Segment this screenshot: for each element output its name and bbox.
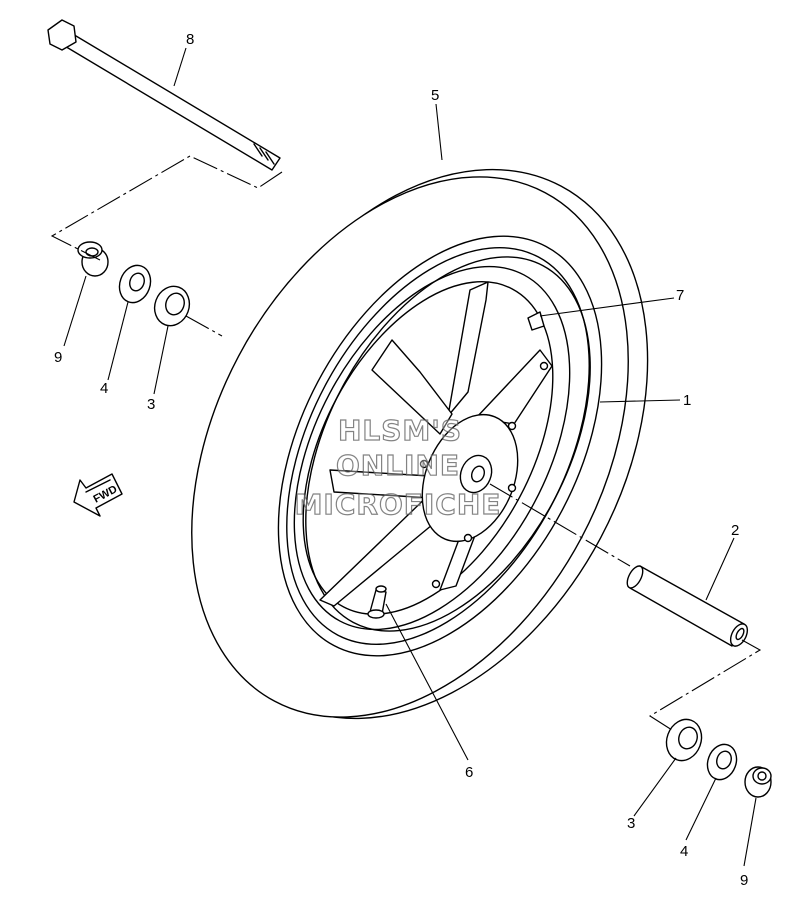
callout-5: 5 xyxy=(431,87,439,104)
callout-7: 7 xyxy=(676,287,684,304)
rim-inner xyxy=(302,281,554,615)
callout-9-left: 9 xyxy=(54,349,62,366)
callout-3-left: 3 xyxy=(147,396,155,413)
bearing-left xyxy=(153,285,191,327)
callout-3-right: 3 xyxy=(627,815,635,832)
hub-bolt xyxy=(431,579,441,589)
hub-bore xyxy=(470,465,486,483)
watermark-line-1: HLSM'S xyxy=(338,414,462,447)
collar-right xyxy=(744,766,772,798)
assembly-centerlines xyxy=(50,155,762,731)
watermark: HLSM'S ONLINE MICROFICHE xyxy=(294,413,502,521)
wheel-assembly xyxy=(191,168,649,720)
callout-4-right: 4 xyxy=(680,843,688,860)
spoke-upper-left xyxy=(371,339,453,435)
callout-4-left: 4 xyxy=(100,380,108,397)
hub-bolt xyxy=(539,361,549,371)
balance-weight xyxy=(527,311,545,331)
collar-left xyxy=(77,241,109,277)
fwd-arrow-icon xyxy=(73,473,123,517)
axle xyxy=(47,19,281,171)
callout-8: 8 xyxy=(186,31,194,48)
callout-2: 2 xyxy=(731,522,739,539)
oil-seal-right xyxy=(706,743,738,781)
callout-9-right: 9 xyxy=(740,872,748,889)
hub-bolt xyxy=(419,459,429,469)
oil-seal-left xyxy=(118,264,152,304)
tire-sidewall xyxy=(277,235,603,657)
leader-lines xyxy=(63,47,757,867)
watermark-line-2: ONLINE xyxy=(336,449,460,482)
forward-direction-arrow: FWD xyxy=(73,473,123,517)
hub-bolt xyxy=(507,483,517,493)
spacer-tube xyxy=(626,565,749,647)
wheel-spokes xyxy=(319,281,553,607)
rim-ring-2 xyxy=(293,265,571,631)
callout-1: 1 xyxy=(683,392,691,409)
spoke-top xyxy=(447,281,489,417)
bearing-right xyxy=(665,718,703,762)
hub-bolt xyxy=(463,533,473,543)
hub-bolt xyxy=(507,421,517,431)
callout-6: 6 xyxy=(465,764,473,781)
hub-bolts xyxy=(419,361,549,589)
watermark-line-3: MICROFICHE xyxy=(295,488,502,521)
valve-stem xyxy=(367,585,387,619)
callout-numbers: 1 2 3 3 4 4 5 6 7 8 9 9 xyxy=(54,31,748,889)
